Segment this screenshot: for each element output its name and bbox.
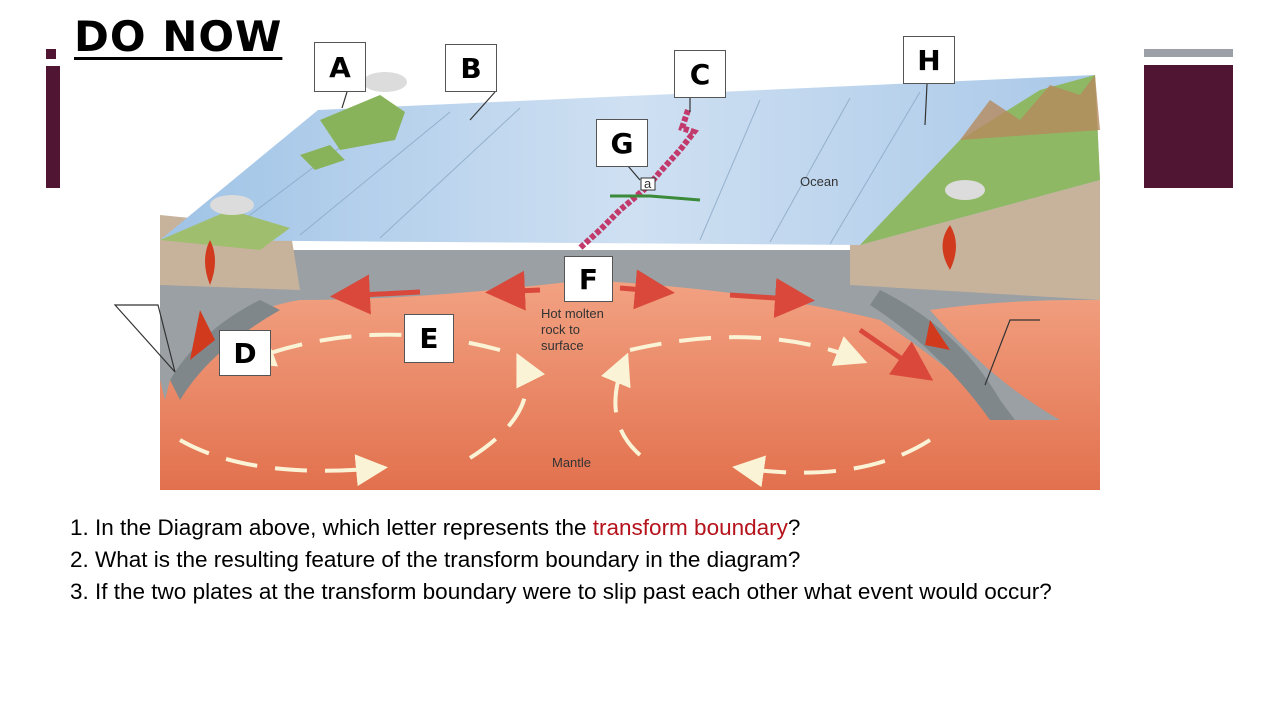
questions-block: 1. In the Diagram above, which letter re…: [70, 512, 1275, 608]
right-mountains: [960, 75, 1100, 140]
label-g: G: [596, 119, 648, 167]
ocean-text: Ocean: [800, 174, 838, 189]
question-3: 3. If the two plates at the transform bo…: [70, 579, 1052, 604]
question-2: 2. What is the resulting feature of the …: [70, 547, 801, 572]
left-small-island: [300, 145, 345, 170]
hot-molten-text-2: rock to: [541, 322, 580, 337]
question-1-highlight: transform boundary: [592, 515, 788, 540]
decor-block-right: [1144, 65, 1233, 188]
subducting-slab-right: [870, 290, 1015, 420]
left-coast: [160, 210, 290, 250]
left-island: [320, 95, 405, 150]
label-h: H: [903, 36, 955, 84]
decor-line-right: [1144, 49, 1233, 57]
convection-arrows: [179, 332, 932, 488]
label-e: E: [404, 314, 454, 363]
decor-bar-left: [46, 66, 60, 188]
plate-motion-arrows: [330, 269, 934, 381]
right-continent-front: [850, 180, 1100, 300]
label-f: F: [564, 256, 613, 302]
decor-square-top-left: [46, 49, 56, 59]
subducting-slab-left: [170, 300, 280, 400]
hot-molten-text-3: surface: [541, 338, 584, 353]
leader-lines: [113, 83, 1040, 386]
question-1: 1. In the Diagram above, which letter re…: [70, 515, 801, 540]
label-b: B: [445, 44, 497, 92]
plate-tectonics-diagram: Ocean Hot molten rock to surface Mantle …: [113, 72, 1100, 490]
label-a: A: [314, 42, 366, 92]
transform-fault: [610, 194, 701, 202]
slide-title: DO NOW: [74, 12, 283, 61]
label-c: C: [674, 50, 726, 98]
mantle-text: Mantle: [552, 455, 591, 470]
marker-a-text: a: [644, 176, 652, 191]
hot-molten-text-1: Hot molten: [541, 306, 604, 321]
label-d: D: [219, 330, 271, 376]
